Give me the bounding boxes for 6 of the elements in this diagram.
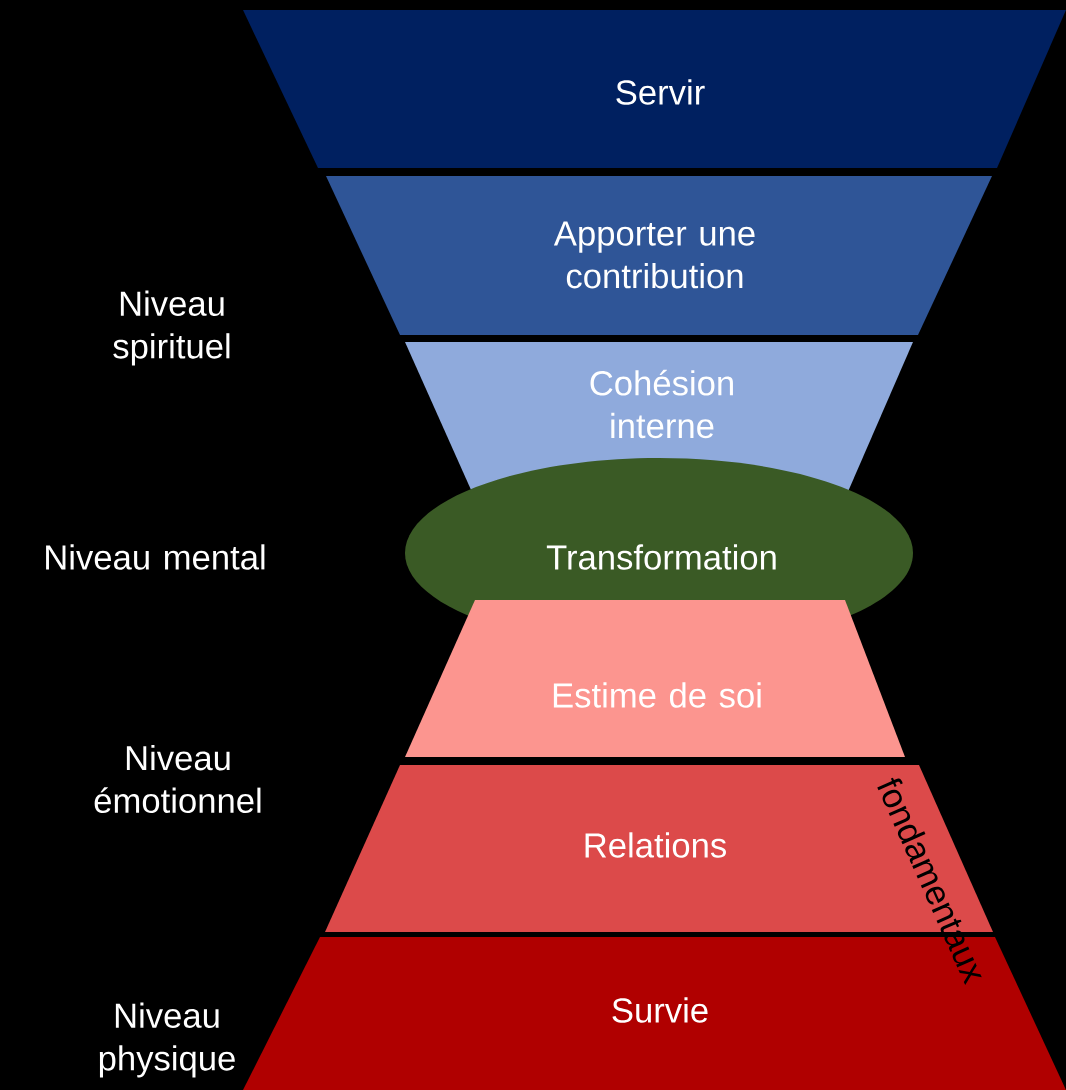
funnel-band: Estime de soi [405,600,905,757]
level-label: Niveau mental [46,544,265,570]
funnel-band: Servir [243,10,1066,168]
funnel-band: Apporter une contribution [326,176,992,335]
level-label: Niveau spirituel [113,290,230,366]
level-label: Niveau émotionnel [94,744,261,814]
